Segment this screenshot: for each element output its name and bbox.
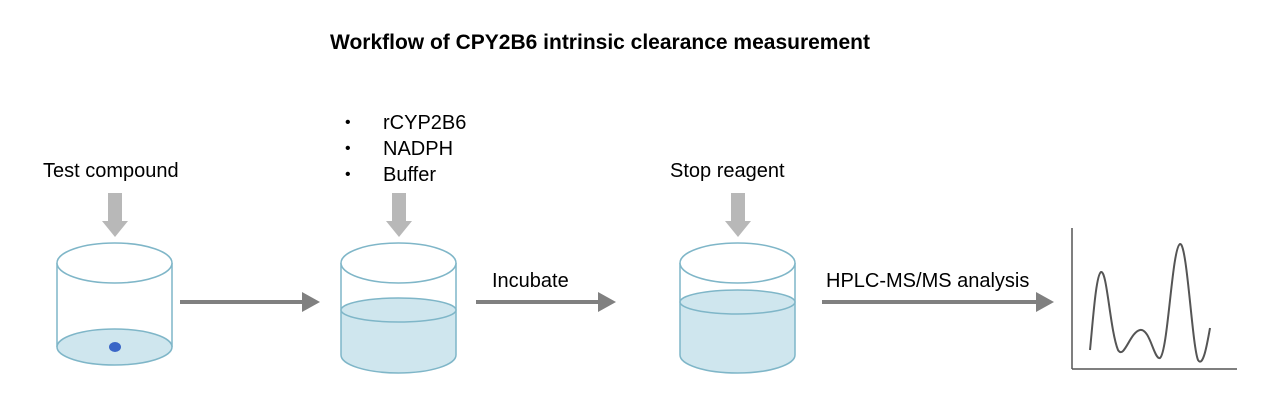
test-compound-label: Test compound	[43, 160, 179, 182]
reagent-list: • rCYP2B6 • NADPH • Buffer	[345, 110, 466, 188]
bullet-icon: •	[345, 166, 351, 183]
reagent-item: • NADPH	[345, 136, 466, 162]
reagent-label: rCYP2B6	[383, 112, 467, 134]
chromatogram-trace	[1089, 242, 1211, 363]
bullet-icon: •	[345, 140, 351, 157]
reagent-item: • Buffer	[345, 162, 466, 188]
arrow-incubate	[476, 292, 616, 312]
compound-dot	[109, 342, 121, 352]
vessel-test-compound	[56, 242, 173, 366]
analysis-label: HPLC-MS/MS analysis	[826, 270, 1030, 292]
arrow-to-reaction	[180, 292, 320, 312]
reagent-item: • rCYP2B6	[345, 110, 466, 136]
arrow-analysis	[822, 292, 1054, 312]
vessel-stopped-reaction	[679, 242, 796, 374]
stop-reagent-label: Stop reagent	[670, 160, 785, 182]
chromatogram	[1071, 228, 1237, 370]
bullet-icon: •	[345, 114, 351, 131]
down-arrow-test-compound	[102, 193, 128, 237]
reagent-label: NADPH	[383, 138, 454, 160]
down-arrow-reagents	[386, 193, 412, 237]
incubate-label: Incubate	[492, 270, 569, 292]
vessel-reaction-mix	[340, 242, 457, 374]
reagent-label: Buffer	[383, 164, 436, 186]
diagram-title: Workflow of CPY2B6 intrinsic clearance m…	[330, 31, 870, 54]
down-arrow-stop-reagent	[725, 193, 751, 237]
